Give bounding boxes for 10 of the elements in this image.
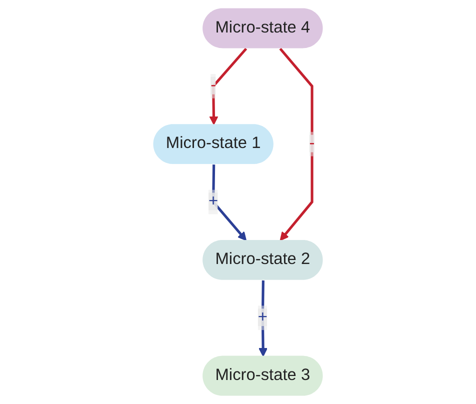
- arrow: [279, 48, 314, 241]
- edge-label: -: [210, 76, 216, 94]
- node-box: Micro-state 2: [202, 240, 323, 280]
- node-box: Micro-state 1: [153, 124, 274, 164]
- edge-label: +: [208, 192, 218, 210]
- arrow: [212, 164, 247, 241]
- node-box: Micro-state 3: [202, 356, 323, 396]
- node-box: Micro-state 4: [202, 8, 323, 48]
- edge-label: +: [258, 308, 268, 326]
- edge-label: -: [309, 134, 315, 152]
